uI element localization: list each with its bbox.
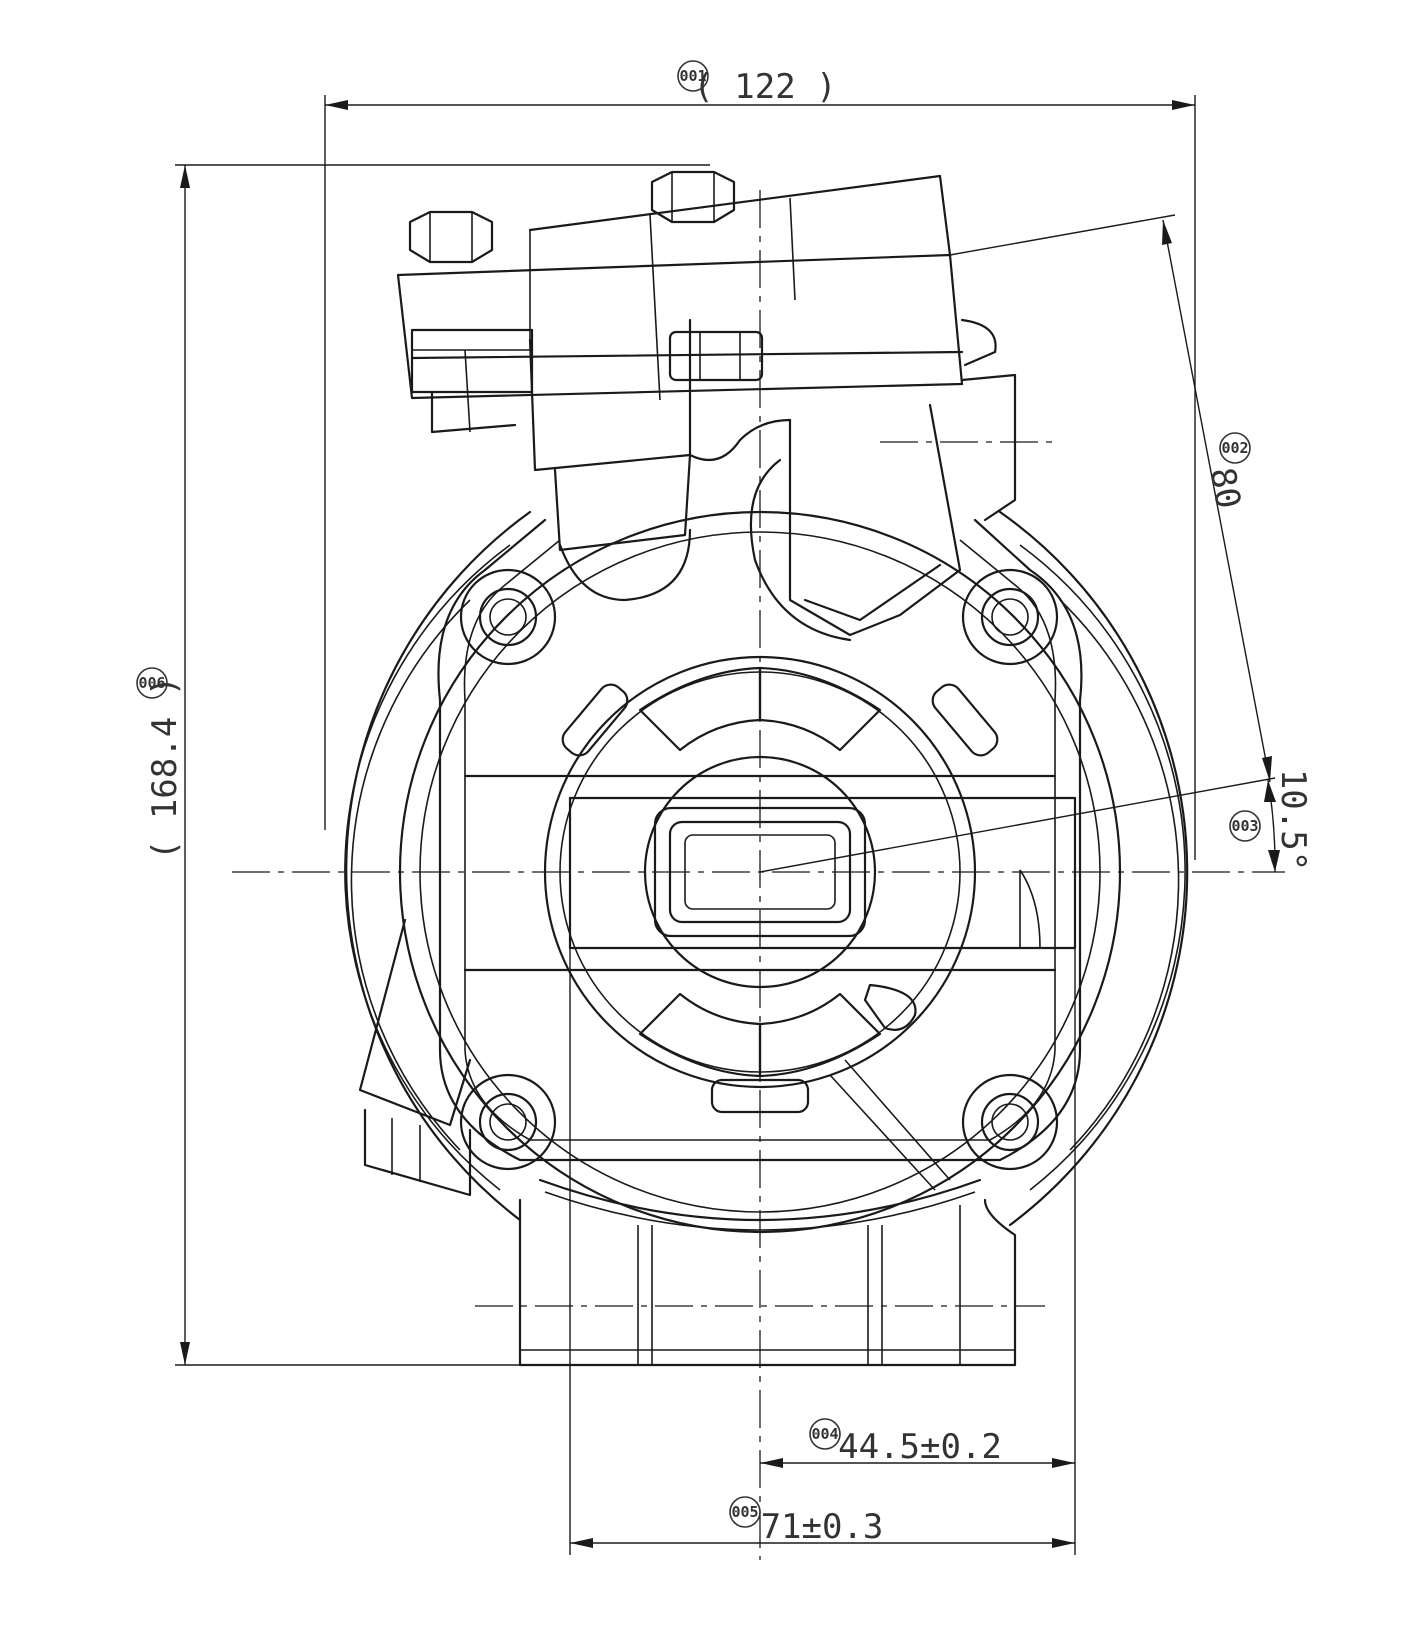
dimension-001-label: 001	[679, 67, 706, 85]
shaft-hub	[653, 806, 867, 938]
dimension-002-label: 002	[1221, 439, 1248, 457]
compressor-body	[344, 510, 1189, 1367]
dimension-005-width: 005 71±0.3	[569, 948, 1075, 1555]
dimension-002-height: 002 80	[949, 214, 1272, 783]
center-lines	[232, 190, 1285, 1560]
mounting-hole-bottom-left	[459, 1073, 557, 1171]
mounting-base	[518, 1198, 1017, 1367]
dimension-001-value: ( 122 )	[693, 67, 836, 107]
dimension-004-label: 004	[811, 1425, 838, 1443]
dimension-006-label: 006	[138, 674, 165, 692]
dimension-006-height: 006 ( 168.4 )	[136, 164, 710, 1366]
mounting-hole-top-right	[961, 568, 1059, 666]
dimension-003-label: 003	[1231, 817, 1258, 835]
mounting-hole-top-left	[459, 568, 557, 666]
service-manifold	[396, 170, 1017, 642]
dimension-005-label: 005	[731, 1503, 758, 1521]
bolt-left	[408, 210, 534, 434]
dimension-003-value: 10.5°	[1273, 769, 1313, 871]
cooling-slots	[561, 666, 999, 1114]
dimension-004-value: 44.5±0.2	[838, 1427, 1002, 1467]
dimension-006-value: ( 168.4 )	[145, 676, 185, 860]
mounting-hole-bottom-right	[961, 1073, 1059, 1171]
dimension-003-angle: 003 10.5°	[759, 769, 1313, 873]
dimension-002-value: 80	[1202, 464, 1249, 511]
dimension-001-width: 001 ( 122 )	[324, 60, 1196, 860]
dimension-005-value: 71±0.3	[761, 1507, 884, 1547]
electrical-connector	[358, 918, 472, 1197]
drive-shaft-bar	[463, 774, 1077, 972]
bolt-right	[650, 170, 764, 382]
dimension-004-offset: 004 44.5±0.2	[760, 948, 1076, 1555]
